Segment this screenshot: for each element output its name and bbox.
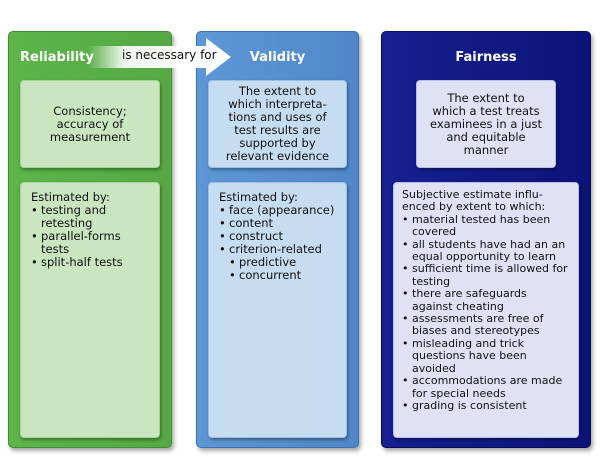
list-item: content: [219, 217, 336, 231]
reliability-definition-line: accuracy of: [56, 116, 124, 131]
validity-column: Validity The extent to which interpreta-…: [196, 31, 359, 448]
validity-estimation-box: Estimated by: face (appearance) content …: [208, 182, 347, 438]
list-item: testing and retesting: [31, 204, 149, 230]
list-item: material tested has been covered: [402, 213, 570, 239]
criterion-subtype-list: predictive concurrent: [229, 256, 336, 283]
list-item: grading is consistent: [402, 399, 570, 413]
reliability-estimated-heading: Estimated by:: [31, 190, 110, 204]
list-item: concurrent: [229, 269, 336, 283]
reliability-definition-line: Consistency;: [53, 103, 127, 118]
reliability-title: Reliability: [20, 50, 94, 65]
list-item: face (appearance): [219, 204, 336, 218]
fairness-estimation-box: Subjective estimate influ-enced by exten…: [393, 182, 579, 438]
validity-definition-line: test results are: [234, 123, 321, 137]
fairness-column: Fairness The extent to which a test trea…: [381, 31, 591, 448]
reliability-column: Reliability Consistency; accuracy of mea…: [8, 31, 172, 448]
connector-label: is necessary for: [122, 48, 217, 62]
list-item: assessments are free of biases and stere…: [402, 312, 570, 338]
reliability-definition-line: measurement: [49, 129, 131, 144]
validity-definition-line: relevant evidence: [225, 149, 330, 163]
list-item: accommodations are made for special need…: [402, 374, 570, 400]
validity-estimated-heading: Estimated by:: [219, 190, 298, 204]
fairness-definition-box: The extent to which a test treats examin…: [416, 80, 556, 168]
validity-definition-line: which interpreta-: [228, 97, 327, 111]
fairness-definition-line: and equitable: [446, 129, 526, 144]
reliability-definition-box: Consistency; accuracy of measurement: [20, 80, 160, 168]
arrow-shape: [88, 38, 231, 76]
list-item: construct: [219, 230, 336, 244]
validity-definition-box: The extent to which interpreta- tions an…: [208, 80, 347, 168]
list-item: parallel-forms tests: [31, 230, 149, 256]
validity-definition-line: The extent to: [238, 84, 317, 98]
fairness-criteria-list: material tested has been covered all stu…: [402, 213, 570, 413]
list-item: criterion-related: [219, 243, 336, 257]
list-item: all students have had an an equal opport…: [402, 238, 570, 264]
list-item: sufficient time is allowed for testing: [402, 263, 570, 288]
validity-method-list: face (appearance) content construct crit…: [219, 204, 336, 257]
reliability-estimation-box: Estimated by: testing and retesting para…: [20, 182, 160, 438]
list-item: split-half tests: [31, 256, 149, 270]
fairness-definition-line: The extent to: [447, 90, 525, 105]
necessity-arrow: is necessary for: [88, 38, 231, 76]
list-item: there are safeguards against cheating: [402, 288, 570, 313]
validity-definition-line: supported by: [239, 136, 316, 150]
fairness-title: Fairness: [455, 50, 517, 65]
reliability-method-list: testing and retesting parallel-forms tes…: [31, 204, 149, 270]
fairness-definition-line: examinees in a just: [429, 116, 543, 131]
validity-title: Validity: [249, 50, 306, 65]
list-item: predictive: [229, 256, 336, 270]
validity-definition-line: tions and uses of: [228, 110, 327, 124]
fairness-definition-line: manner: [463, 142, 509, 157]
list-item: misleading and trick questions have been…: [402, 337, 570, 375]
fairness-estimated-heading: Subjective estimate influ-enced by exten…: [402, 188, 546, 214]
fairness-definition-line: which a test treats: [432, 103, 540, 118]
